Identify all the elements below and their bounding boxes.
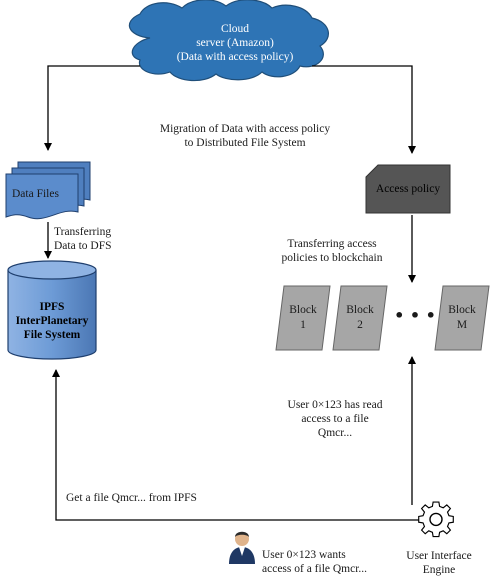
gear-icon	[418, 501, 454, 538]
cloud-to-access-policy-arrow	[312, 65, 416, 154]
block-m-shape	[434, 285, 490, 351]
cloud-to-data-files-arrow	[44, 65, 140, 151]
access-policy-box	[365, 164, 451, 214]
access-policy-label: Access policy	[375, 183, 441, 195]
read-access-label: User 0×123 has read access to a file Qmc…	[287, 399, 383, 439]
block-1-label: Block 1	[289, 304, 317, 331]
block-1-shape	[275, 285, 331, 351]
ipfs-cylinder	[7, 260, 97, 360]
transfer-dfs-label: Transferring Data to DFS	[54, 226, 112, 252]
blocks-ellipsis: • • •	[394, 306, 436, 325]
block-m-label: Block M	[448, 304, 476, 331]
engine-label: User Interface Engine	[406, 550, 472, 576]
engine-to-ipfs-arrow	[52, 369, 420, 521]
migration-label: Migration of Data with access policy to …	[159, 123, 331, 149]
cloud-shape	[128, 0, 329, 82]
user-request-label: User 0×123 wants access of a file Qmcr..…	[262, 549, 368, 575]
data-files-icon	[5, 161, 91, 220]
cloud-label: Cloud server (Amazon) (Data with access …	[176, 23, 294, 63]
data-files-label: Data Files	[12, 188, 59, 200]
get-file-label: Get a file Qmcr... from IPFS	[66, 492, 197, 504]
block-2-shape	[332, 285, 388, 351]
block-2-label: Block 2	[346, 304, 374, 331]
ipfs-label: IPFS InterPlanetary File System	[15, 301, 89, 341]
transfer-policies-label: Transferring access policies to blockcha…	[281, 238, 383, 264]
user-avatar-icon	[229, 531, 255, 564]
